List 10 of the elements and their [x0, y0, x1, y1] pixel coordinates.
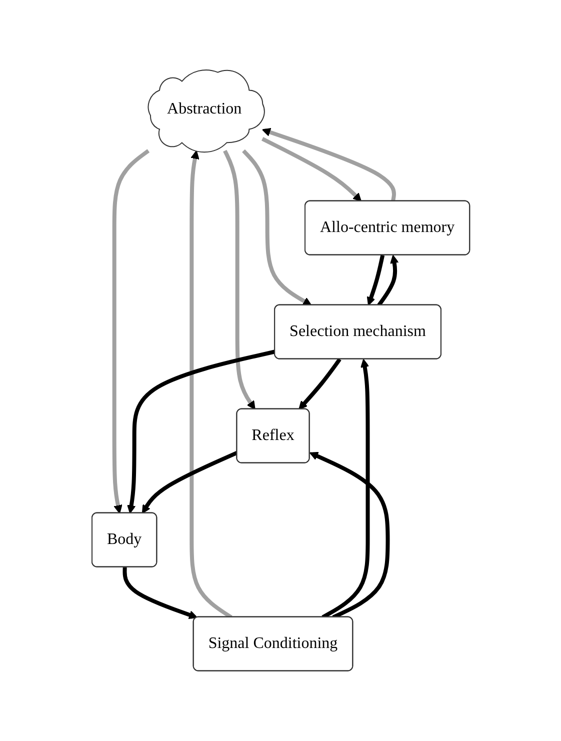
arrow: [122, 567, 198, 620]
arrow: [261, 137, 362, 202]
arrow: [222, 150, 256, 410]
arrow: [112, 149, 150, 514]
arrow: [366, 254, 384, 306]
arrow: [376, 255, 398, 307]
arrow: [242, 150, 312, 306]
arrow: [298, 358, 342, 410]
arrow: [126, 350, 276, 514]
arrow: [142, 450, 238, 514]
